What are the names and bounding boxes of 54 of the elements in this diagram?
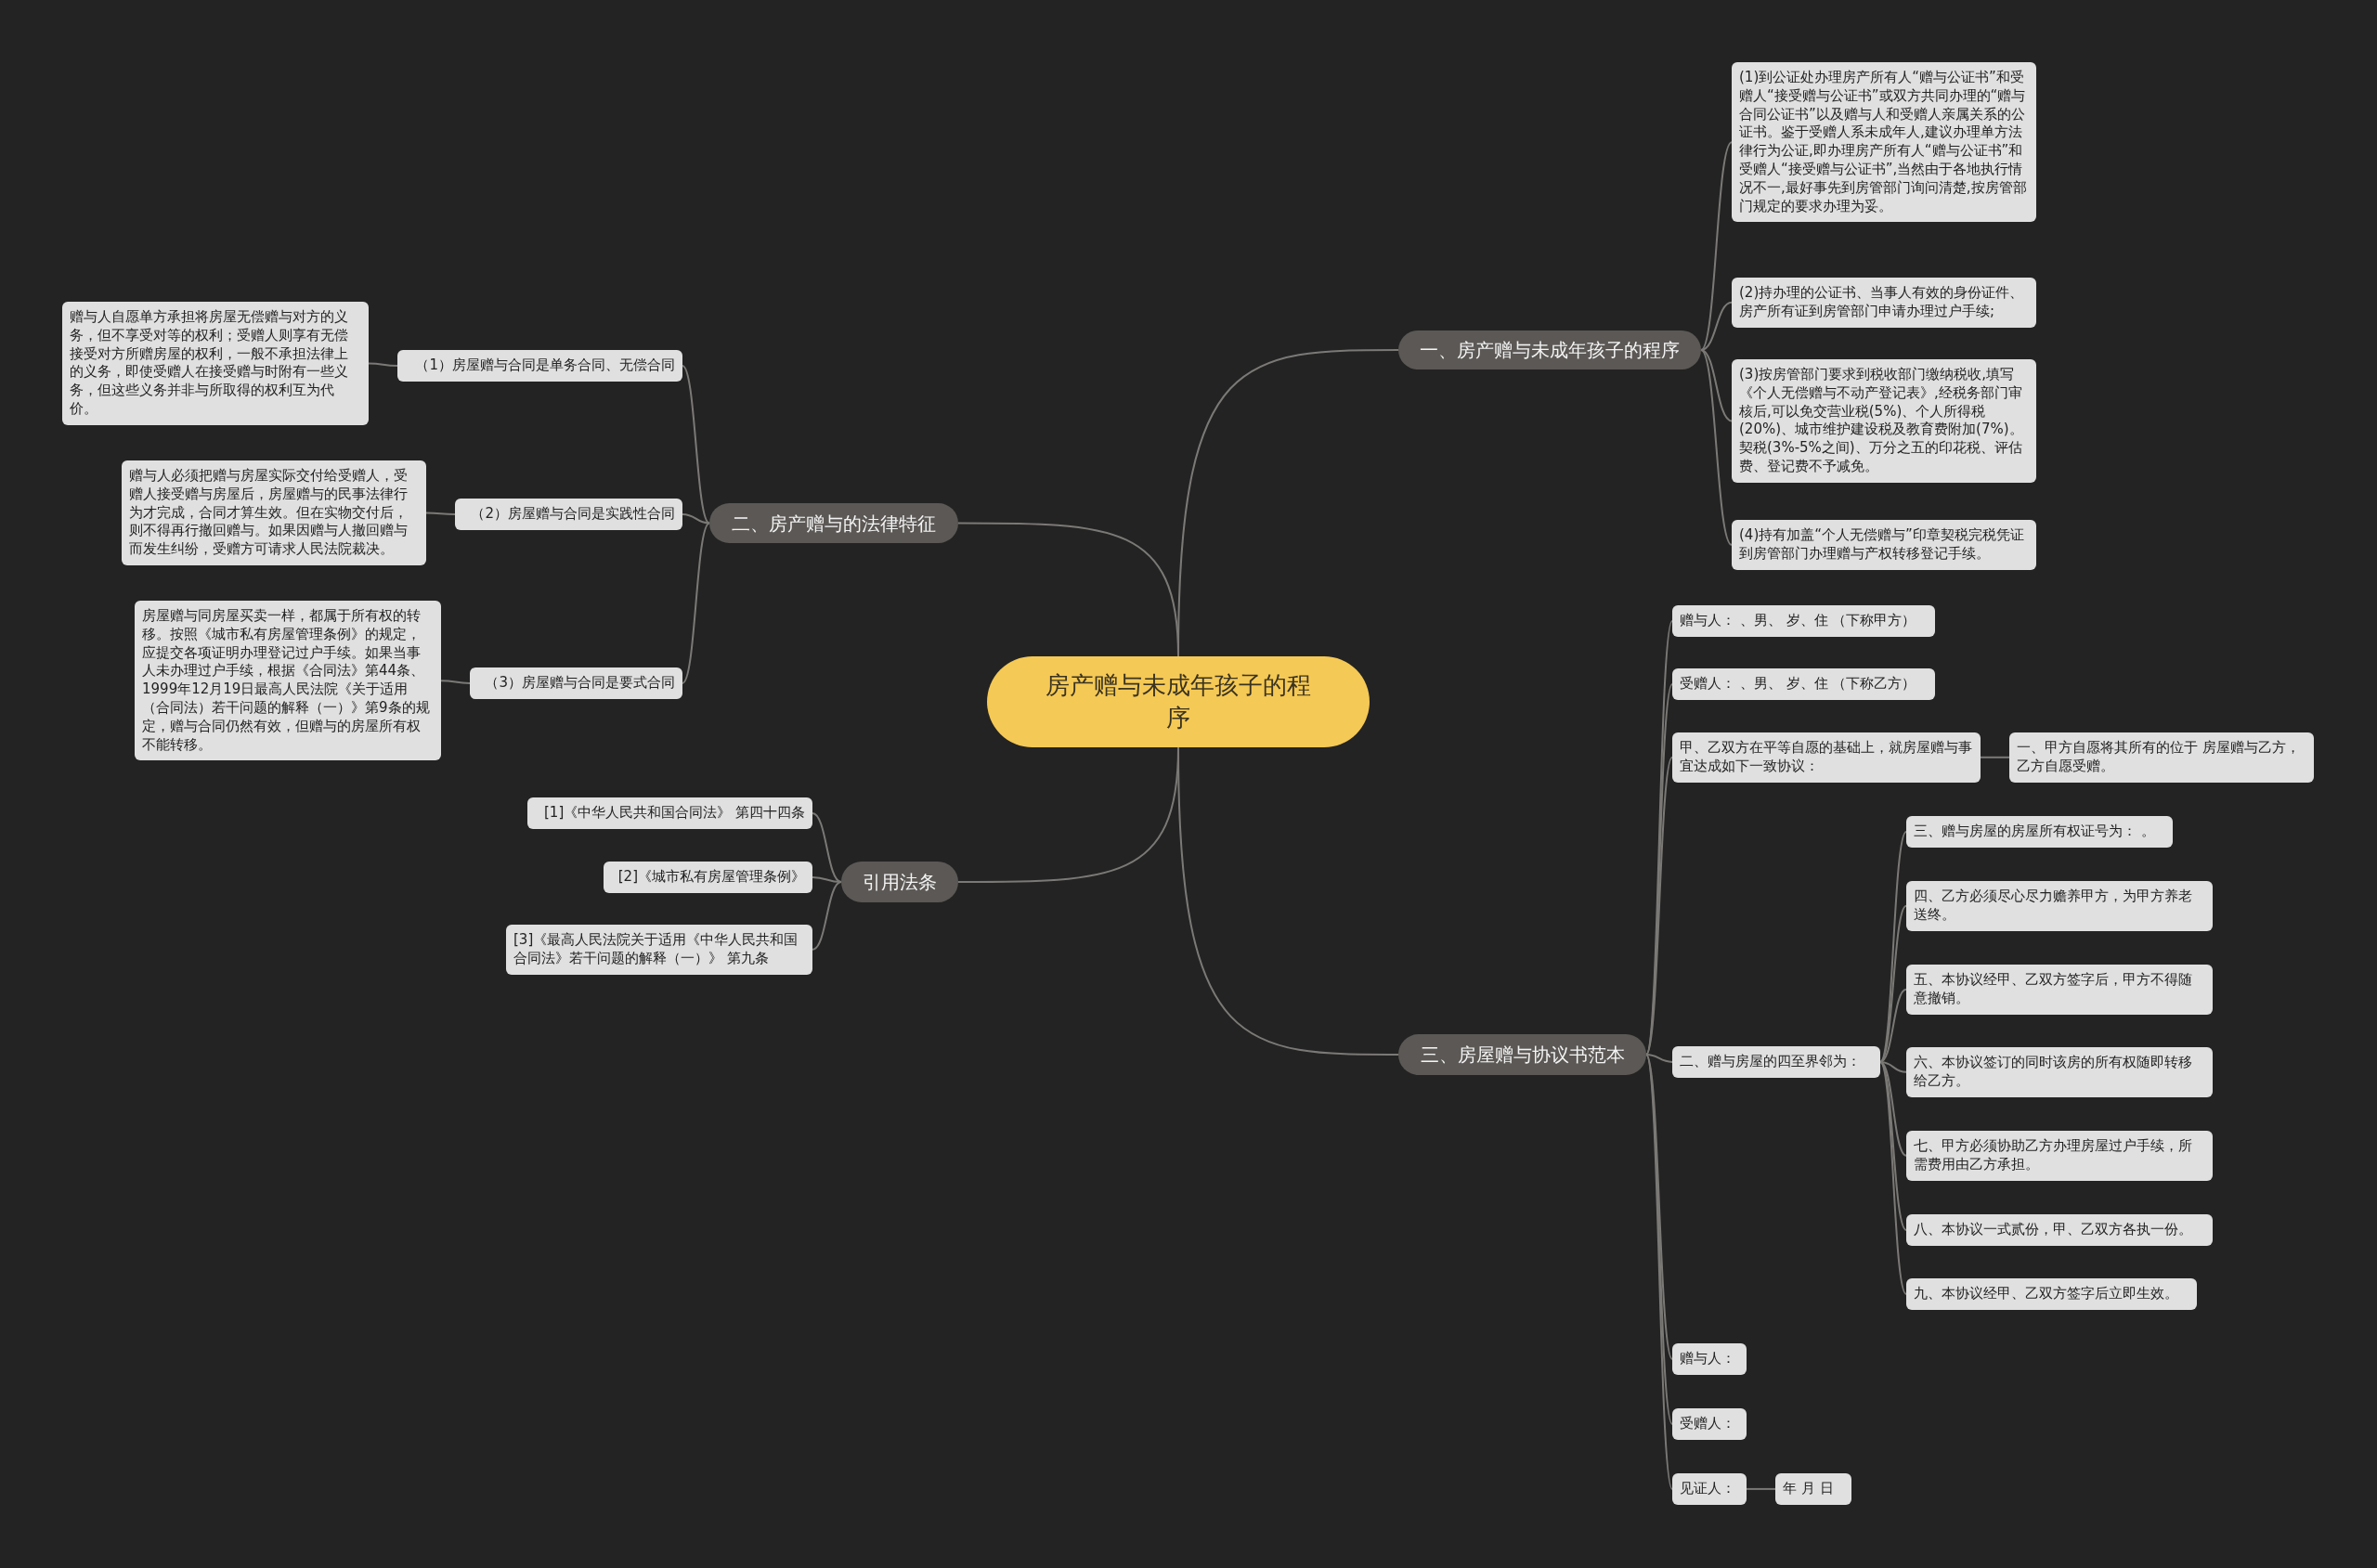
topic-box: 二、赠与房屋的四至界邻为： [1672,1046,1880,1078]
topic-box: 七、甲方必须协助乙方办理房屋过户手续，所需费用由乙方承担。 [1906,1131,2213,1181]
topic-box: （3）房屋赠与合同是要式合同 [470,667,682,699]
connector-line [1645,756,1673,1056]
topic-box: [1]《中华人民共和国合同法》 第四十四条 [527,797,812,829]
topic-box: 八、本协议一式贰份，甲、乙双方各执一份。 [1906,1214,2213,1246]
connector-line [1700,349,1733,422]
connector-line [440,680,471,684]
topic-box: 受赠人： 、男、 岁、住 （下称乙方） [1672,668,1935,700]
topic-box: 赠与人必须把赠与房屋实际交付给受赠人，受赠人接受赠与房屋后，房屋赠与的民事法律行为才完成，合同才算生效。但在实物交付后，则不得再行撤回赠与。如果因赠与人撤回赠与而发生纠纷，受赠方可请求人民法院裁决。 [122,460,426,565]
topic-box: 四、乙方必须尽心尽力赡养甲方，为甲方养老送终。 [1906,881,2213,931]
connector-line [682,512,710,525]
topic-box: 受赠人： [1672,1408,1747,1440]
topic-box: 房屋赠与同房屋买卖一样，都属于所有权的转移。按照《城市私有房屋管理条例》的规定，应提交各项证明办理登记过户手续。如果当事人未办理过户手续，根据《合同法》第44条、1999年12月19日最高人民法院《关于适用（合同法）若干问题的解释（一）》第9条的规定，赠与合同仍然有效，但赠与的房屋所有权不能转移。 [135,601,441,761]
topic-box: 年 月 日 [1775,1473,1851,1505]
branch-topic: 引用法条 [841,862,958,902]
connector-line [1879,988,1907,1063]
topic-box: 赠与人： [1672,1343,1747,1375]
topic-box: [3]《最高人民法院关于适用《中华人民共和国合同法》若干问题的解释（一）》 第九条 [506,925,812,975]
topic-box: 九、本协议经甲、乙双方签字后立即生效。 [1906,1278,2197,1310]
connector-line [1980,756,2010,758]
connector-line [425,512,456,515]
branch-topic: 一、房产赠与未成年孩子的程序 [1398,330,1701,369]
connector-line [812,881,842,951]
connector-line [812,811,842,883]
topic-box: 六、本协议签订的同时该房的所有权随即转移给乙方。 [1906,1047,2213,1097]
connector-line [1645,1054,1673,1360]
branch-topic: 二、房产赠与的法律特征 [709,503,958,543]
connector-line [1700,349,1733,546]
topic-box: 甲、乙双方在平等自愿的基础上，就房屋赠与事宜达成如下一致协议： [1672,732,1981,783]
connector-line [368,362,398,367]
branch-topic: 三、房屋赠与协议书范本 [1398,1034,1646,1075]
topic-box: 三、赠与房屋的房屋所有权证号为： 。 [1906,816,2173,848]
connector-line [1700,141,1733,351]
topic-box: （2）房屋赠与合同是实践性合同 [455,499,682,530]
topic-box: 五、本协议经甲、乙双方签字后，甲方不得随意撤销。 [1906,965,2213,1015]
connector-line [1746,1487,1776,1490]
connector-line [1645,1054,1673,1063]
connector-line [1879,830,1907,1063]
topic-box: 赠与人自愿单方承担将房屋无偿赠与对方的义务，但不享受对等的权利；受赠人则享有无偿接受对方所赠房屋的权利，一般不承担法律上的义务，即使受赠人在接受赠与时附有一些义务，但这些义务并非与所取得的权利互为代价。 [62,302,369,425]
connector-line [1879,1060,1907,1073]
topic-box: 赠与人： 、男、 岁、住 （下称甲方） [1672,605,1935,637]
topic-box: (1)到公证处办理房产所有人“赠与公证书”和受赠人“接受赠与公证书”或双方共同办理的“赠与合同公证书”以及赠与人和受赠人亲属关系的公证书。鉴于受赠人系未成年人,建议办理单方法律行为公证,即办理房产所有人“赠与公证书”和受赠人“接受赠与公证书”,当然由于各地执行情况不一,最好事先到房管部门询问清楚,按房管部门规定的要求办理为妥。 [1732,62,2036,223]
connector-line [682,364,710,525]
topic-box: (2)持办理的公证书、当事人有效的身份证件、房产所有证到房管部门申请办理过户手续; [1732,278,2036,328]
topic-box: [2]《城市私有房屋管理条例》 [604,862,812,893]
topic-box: (4)持有加盖“个人无偿赠与”印章契税完税凭证到房管部门办理赠与产权转移登记手续。 [1732,520,2036,570]
topic-box: 见证人： [1672,1473,1747,1505]
topic-box: （1）房屋赠与合同是单务合同、无偿合同 [397,350,682,382]
connector-line [682,522,710,684]
topic-box: (3)按房管部门要求到税收部门缴纳税收,填写《个人无偿赠与不动产登记表》,经税务部门审核后,可以免交营业税(5%)、个人所得税(20%)、城市维护建设税及教育费附加(7%)。契税(3%-5%之间)、万分之五的印花税、评估费、登记费不予减免。 [1732,359,2036,483]
central-topic: 房产赠与未成年孩子的程序 [987,656,1370,747]
topic-box: 一、甲方自愿将其所有的位于 房屋赠与乙方，乙方自愿受赠。 [2009,732,2314,783]
connector-line [1700,301,1733,351]
